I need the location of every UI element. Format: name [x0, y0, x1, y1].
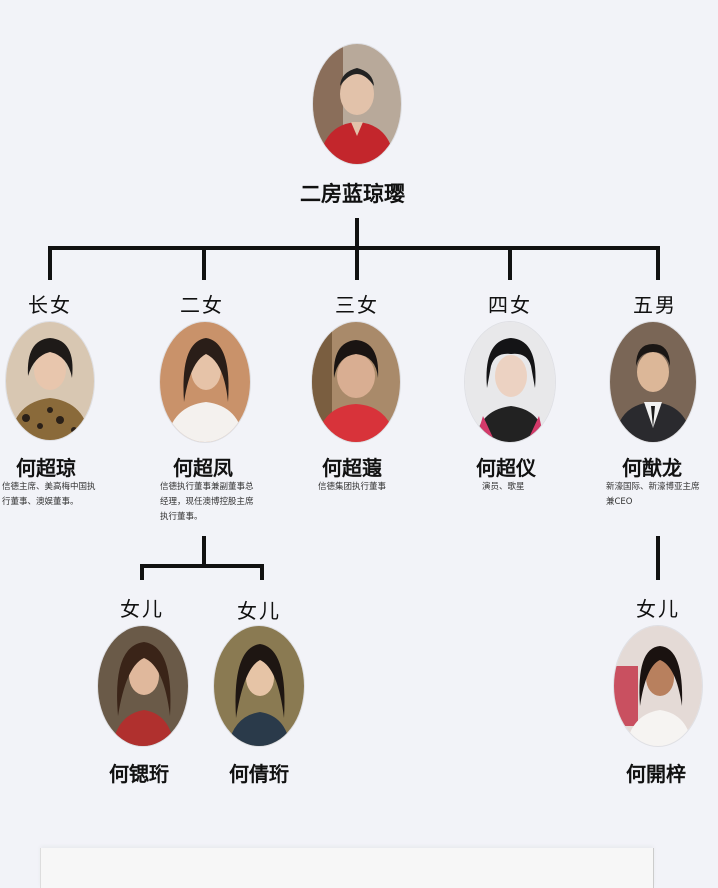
- child-4-desc: 演员、歌星: [482, 482, 525, 492]
- child-3-role: 三女: [335, 293, 379, 317]
- bottom-card: [40, 848, 654, 888]
- grandchild-3-role: 女儿: [636, 597, 680, 621]
- child-3-portrait: [312, 322, 400, 442]
- child-4-portrait: [465, 322, 555, 442]
- child-5-desc: 新濠国际、新濠博亚主席兼CEO: [606, 482, 700, 507]
- grandchild-3-portrait: [614, 626, 702, 746]
- child-1-desc: 信德主席、美高梅中国执行董事、澳娱董事。: [2, 482, 96, 507]
- grandchild-2-role: 女儿: [237, 599, 281, 623]
- child-4-name: 何超仪: [476, 456, 536, 480]
- child-1-role: 长女: [28, 293, 72, 317]
- child-2-portrait: [160, 322, 250, 442]
- child-5-name: 何猷龙: [622, 456, 682, 480]
- child-3-name: 何超蕸: [322, 456, 382, 480]
- grandchild-2-name: 何倩珩: [229, 762, 289, 786]
- child-4-role: 四女: [488, 293, 532, 317]
- grandchild-1-name: 何锶珩: [109, 762, 169, 786]
- root-name: 二房蓝琼璎: [300, 182, 405, 206]
- child-2-name: 何超凤: [173, 456, 233, 480]
- grandchild-3-name: 何開梓: [626, 762, 686, 786]
- grandchild-2-portrait: [214, 626, 304, 746]
- child-3-desc: 信德集团执行董事: [318, 482, 387, 492]
- child-5-portrait: [610, 322, 696, 442]
- grandchild-1-portrait: [98, 626, 188, 746]
- grandchild-1-role: 女儿: [120, 597, 164, 621]
- child-1-portrait: [6, 322, 94, 440]
- child-1-name: 何超琼: [16, 456, 76, 480]
- child-2-role: 二女: [180, 293, 224, 317]
- child-5-role: 五男: [633, 293, 677, 317]
- child-2-desc: 信德执行董事兼副董事总经理，现任澳博控股主席执行董事。: [160, 482, 254, 522]
- root-portrait: [313, 44, 401, 164]
